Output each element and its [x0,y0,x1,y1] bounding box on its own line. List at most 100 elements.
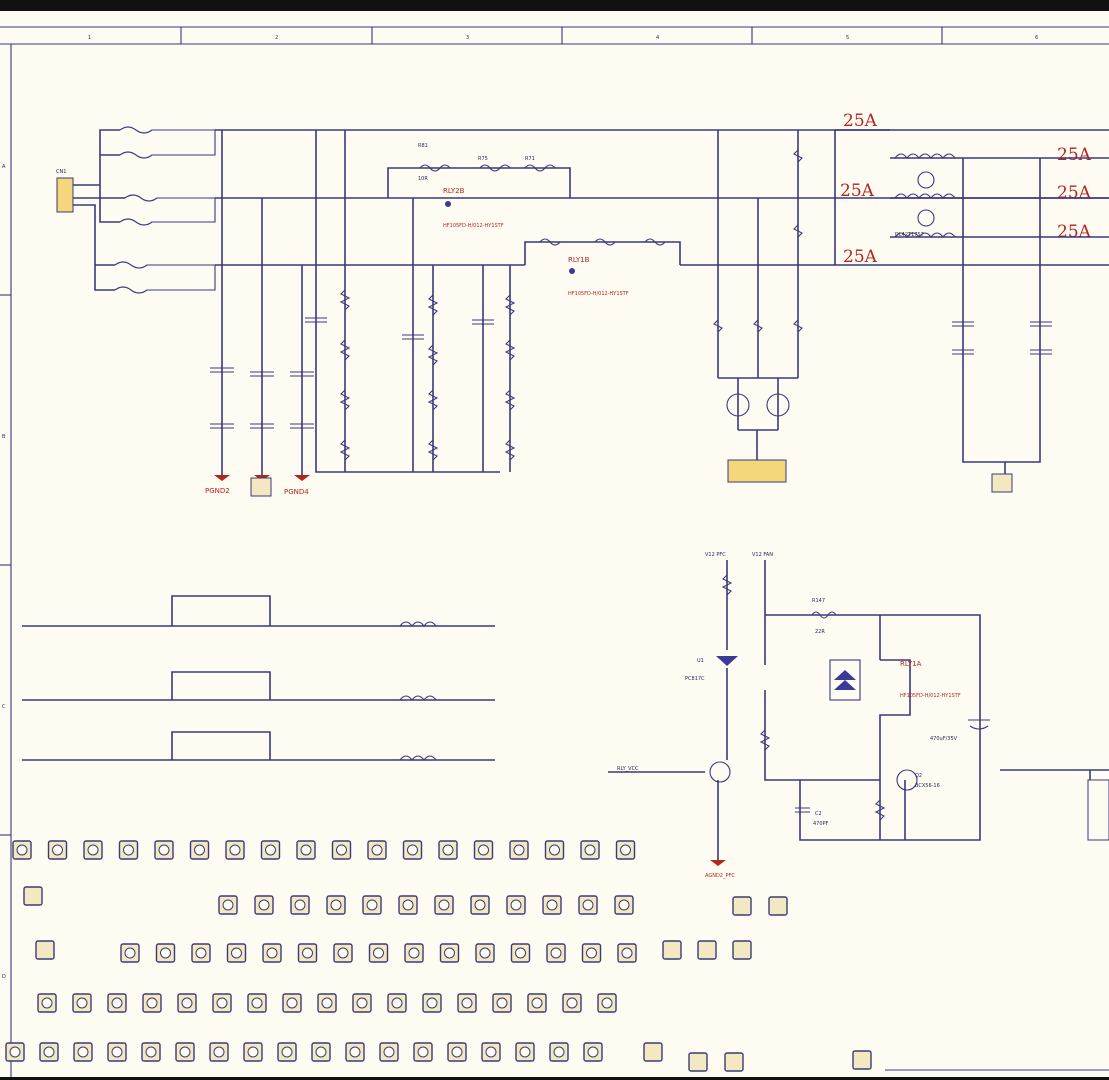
test-pad-hole [286,997,298,1009]
test-pad-hole [52,844,63,856]
row-label-b: B [2,434,6,440]
test-pad-hole [373,947,384,959]
test-pad-hole [546,899,558,911]
test-pad-hole [300,844,312,856]
u1-label: U1 [697,658,704,664]
row-label-d: D [2,974,6,980]
choke-label: DL42T1757 [895,232,924,238]
test-pad-hole [123,844,134,856]
test-pad-hole [41,997,53,1009]
relay-driver [608,560,990,866]
test-pad-hole [145,1046,157,1058]
test-pad-hole [247,1046,259,1058]
test-pad-hole [550,947,562,959]
test-pad-hole [321,997,333,1009]
test-pad-hole [336,844,347,856]
test-pad-hole [515,947,526,959]
test-pad-hole [426,997,438,1009]
current-label-3: 25A [843,247,878,267]
relay-contacts [419,164,666,274]
test-pad-array [5,840,872,1072]
test-pad-hole [251,997,263,1009]
test-pad-hole [216,997,228,1009]
test-pad-hole [442,844,454,856]
test-pad-hole [266,947,278,959]
test-pad-hole [302,947,313,959]
test-pad [768,896,788,916]
test-pad-hole [349,1046,361,1058]
test-pad [662,940,682,960]
rly1a-label: RLY1A [900,660,922,668]
col-label-3: 3 [466,35,469,41]
test-pad [724,1052,744,1072]
row-label-a: A [2,164,6,170]
test-pad-hole [451,1046,463,1058]
drawing-area [0,11,1109,1077]
rly2b-label: RLY2B [443,187,465,195]
test-pad-hole [582,899,594,911]
test-pad-hole [330,899,342,911]
test-pad [643,1042,663,1062]
current-label-6: 25A [1057,222,1092,242]
test-pad-hole [16,844,28,856]
test-pad-hole [485,1046,497,1058]
test-pad-hole [356,997,368,1009]
test-pad-hole [181,997,193,1009]
test-pad [35,940,55,960]
r75-label: R75 [478,156,488,162]
test-pad-hole [621,947,633,959]
test-pad-hole [383,1046,395,1058]
test-pad-hole [124,947,136,959]
test-pad-hole [586,947,597,959]
filter-network [210,130,516,497]
test-pad-hole [408,947,420,959]
test-pad-hole [618,899,630,911]
test-pad-hole [601,997,613,1009]
test-pad-hole [222,899,234,911]
test-pad-hole [76,997,88,1009]
rly1a-part: HF105FD-H/012-HY1STF [900,693,961,699]
test-pad-hole [444,947,455,959]
test-pad-hole [87,844,99,856]
test-pad-hole [496,997,508,1009]
test-pad-hole [158,844,170,856]
test-pad-hole [281,1046,293,1058]
rly1b-part: HF105FD-H/012-HY1STF [568,291,629,297]
test-pad-hole [213,1046,225,1058]
current-label-1: 25A [843,111,878,131]
fuse-block [73,126,216,294]
test-pad-hole [478,844,489,856]
r81-value: 10R [418,176,428,182]
test-pad-hole [366,899,378,911]
test-pad-hole [43,1046,55,1058]
test-pad-hole [620,844,631,856]
test-pad-hole [9,1046,21,1058]
test-pad-hole [417,1046,429,1058]
test-pad-hole [513,844,525,856]
test-pad-hole [461,997,473,1009]
test-pad-hole [531,997,543,1009]
column-ruler: 1 2 3 4 5 6 [0,26,1109,45]
test-pad-hole [179,1046,191,1058]
current-label-5: 25A [1057,183,1092,203]
col-label-5: 5 [846,35,849,41]
agnd-label: AGND2_PFC [705,873,735,879]
test-pad-hole [195,947,207,959]
test-pad-hole [194,844,205,856]
test-pad-hole [519,1046,531,1058]
pgnd2-label: PGND2 [205,487,230,495]
test-pad-hole [265,844,276,856]
test-pad-hole [231,947,242,959]
col-label-1: 1 [88,35,91,41]
test-pad [697,940,717,960]
test-pad-hole [371,844,383,856]
test-pad-hole [407,844,418,856]
rly1b-label: RLY1B [568,256,590,264]
rly-vcc-label: RLY_VCC [617,766,639,772]
row-label-c: C [2,704,6,710]
q2-label: Q2 [915,773,922,779]
v12-pfc-label: V12 PFC [705,552,726,558]
current-label-4: 25A [1057,145,1092,165]
emi-filter-lines [22,595,495,761]
test-pad [23,886,43,906]
